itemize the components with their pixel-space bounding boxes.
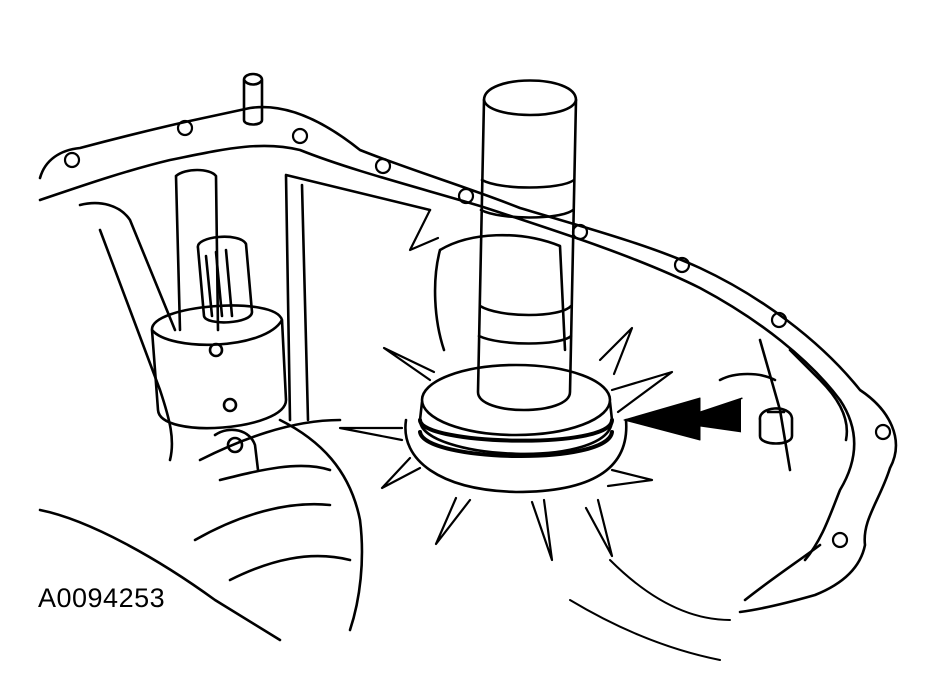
boss-ribs: [338, 208, 674, 562]
shift-block-hole-2: [222, 397, 238, 413]
left-cavity-wall: [38, 201, 282, 642]
pointer-arrow: [623, 397, 743, 441]
lower-webbing: [193, 418, 364, 632]
lower-bolt-hole: [226, 436, 244, 454]
bearing-boss: [433, 233, 567, 352]
center-rib: [284, 173, 432, 422]
lower-housing-curve: [569, 559, 731, 661]
figure-id-label: A0094253: [38, 583, 166, 613]
shift-lever-stack: [196, 235, 254, 324]
right-bolt: [758, 407, 794, 445]
shift-block-hole-1: [208, 342, 224, 358]
right-housing-wall: [718, 338, 849, 602]
case-flange-outline: [38, 105, 898, 614]
shift-rail-tube: [174, 168, 220, 332]
dowel-pin: [242, 72, 264, 126]
input-shaft-seal: [404, 363, 628, 494]
flange-bolt-holes: [63, 119, 892, 549]
input-shaft: [476, 79, 578, 412]
case-flange-inner: [38, 144, 856, 562]
